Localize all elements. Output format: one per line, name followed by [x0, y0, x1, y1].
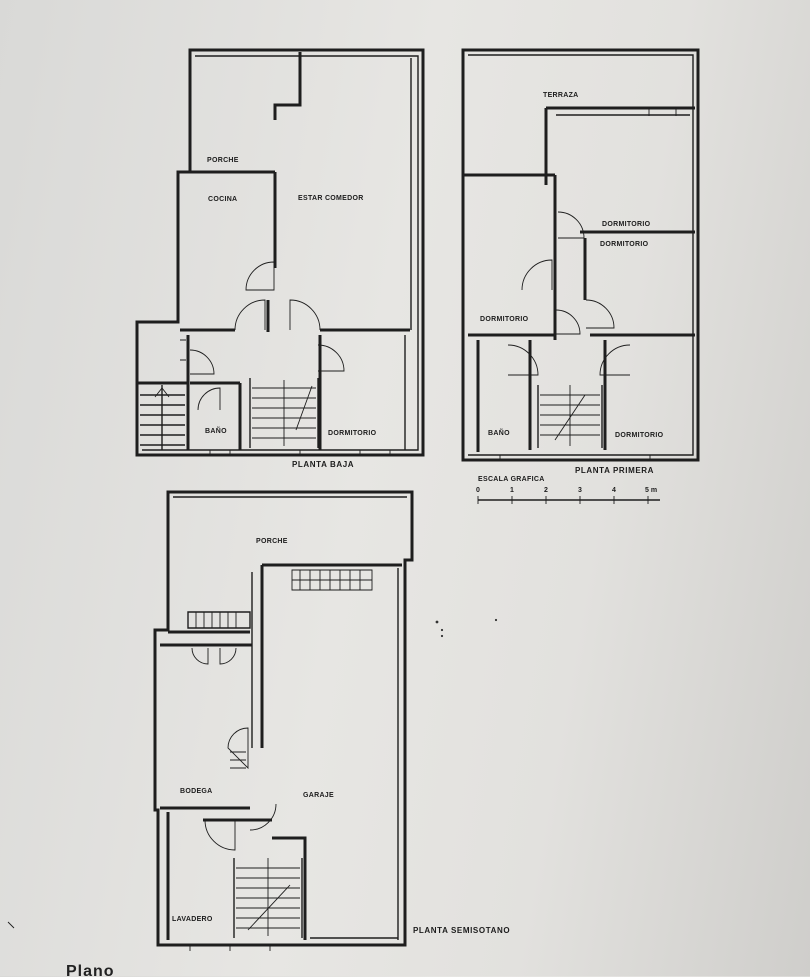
room-label-porche-baja: PORCHE: [207, 157, 239, 164]
footer-caption: Plano: [66, 963, 115, 977]
room-label-dormitorio-primera-2: DORMITORIO: [600, 241, 649, 248]
room-label-lavadero: LAVADERO: [172, 916, 213, 923]
plan-planta-primera: [461, 48, 700, 462]
scale-tick-1: 1: [510, 487, 514, 494]
graphic-scale: [477, 496, 660, 504]
room-label-cocina: COCINA: [208, 196, 238, 203]
room-label-bodega: BODEGA: [180, 788, 213, 795]
baja-outer-wall: [135, 48, 425, 457]
primera-outer-wall: [461, 48, 700, 462]
room-label-estar-comedor: ESTAR COMEDOR: [298, 195, 364, 202]
room-label-porche-semisotano: PORCHE: [256, 538, 288, 545]
plan-title-planta-semisotano: PLANTA SEMISOTANO: [413, 926, 511, 935]
semisotano-outer-wall: [153, 490, 414, 947]
room-label-dormitorio-primera-1: DORMITORIO: [602, 221, 651, 228]
plan-title-planta-primera: PLANTA PRIMERA: [575, 466, 655, 475]
scale-tick-2: 2: [544, 487, 548, 494]
paper-marks: [7, 618, 498, 929]
room-label-dormitorio-primera-4: DORMITORIO: [615, 432, 664, 439]
room-label-terraza: TERRAZA: [543, 92, 579, 99]
room-label-bano-baja: BAÑO: [205, 428, 227, 435]
scale-tick-3: 3: [578, 487, 582, 494]
scale-tick-4: 4: [612, 487, 616, 494]
scale-label: ESCALA GRAFICA: [478, 476, 545, 483]
plan-title-planta-baja: PLANTA BAJA: [292, 460, 355, 469]
scale-tick-5: 5 m: [645, 487, 658, 494]
room-label-bano-primera: BAÑO: [488, 430, 510, 437]
scale-tick-0: 0: [476, 487, 480, 494]
plan-planta-baja: [135, 48, 425, 457]
room-label-dormitorio-primera-3: DORMITORIO: [480, 316, 529, 323]
plan-planta-semisotano: [153, 490, 414, 951]
room-label-garaje: GARAJE: [303, 792, 334, 799]
room-label-dormitorio-baja: DORMITORIO: [328, 430, 377, 437]
